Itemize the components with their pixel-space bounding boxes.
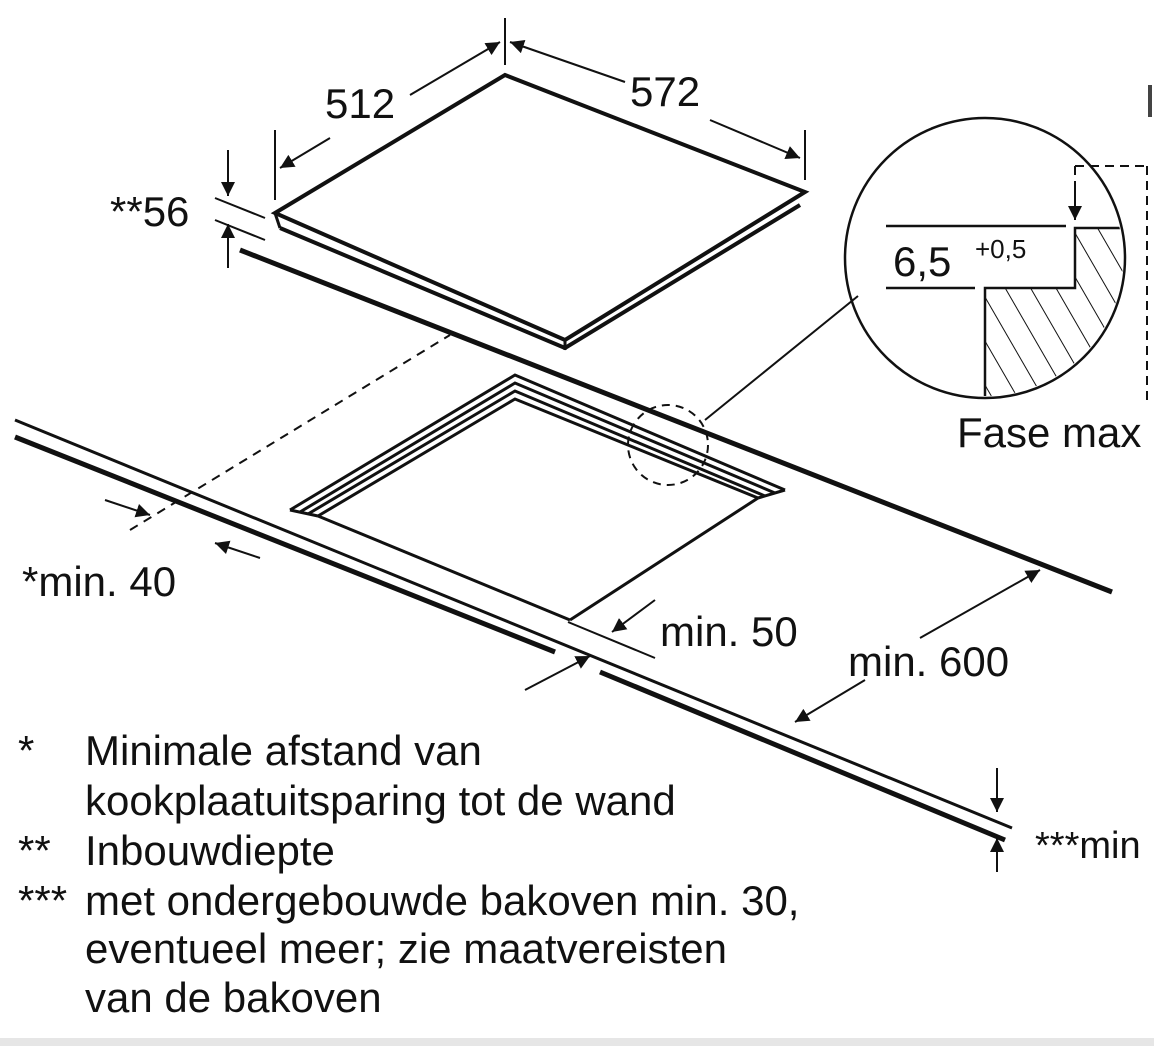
dim-installation-depth: **56 xyxy=(110,188,189,235)
hob xyxy=(270,72,810,351)
legend-mark: * xyxy=(18,727,34,774)
legend-line: eventueel meer; zie maatvereisten xyxy=(85,925,727,972)
legend-line: van de bakoven xyxy=(85,974,382,1021)
dim-bevel-tolerance: +0,5 xyxy=(975,234,1026,264)
dim-min-front: min. 50 xyxy=(660,608,798,655)
bevel-label: Fase max xyxy=(957,409,1141,456)
legend: * Minimale afstand van kookplaatuitspari… xyxy=(18,727,799,1021)
dim-bevel-value: 6,5 xyxy=(893,238,951,285)
bottom-bar xyxy=(0,1038,1154,1046)
detail-marker xyxy=(627,404,709,486)
legend-mark: ** xyxy=(18,827,51,874)
worktop-cutout xyxy=(289,295,859,622)
legend-line: Inbouwdiepte xyxy=(85,827,335,874)
legend-mark: *** xyxy=(18,877,67,924)
dim-min-bottom: ***min xyxy=(1035,825,1141,867)
legend-line: Minimale afstand van xyxy=(85,727,482,774)
worktop xyxy=(14,247,1113,843)
dim-width: 572 xyxy=(630,68,700,115)
legend-line: met ondergebouwde bakoven min. 30, xyxy=(85,877,799,924)
legend-line: kookplaatuitsparing tot de wand xyxy=(85,777,676,824)
dim-min-worktop: min. 600 xyxy=(848,638,1009,685)
dim-min-wall: *min. 40 xyxy=(22,558,176,605)
dim-depth: 512 xyxy=(325,80,395,127)
dimension-lines xyxy=(104,18,1041,872)
